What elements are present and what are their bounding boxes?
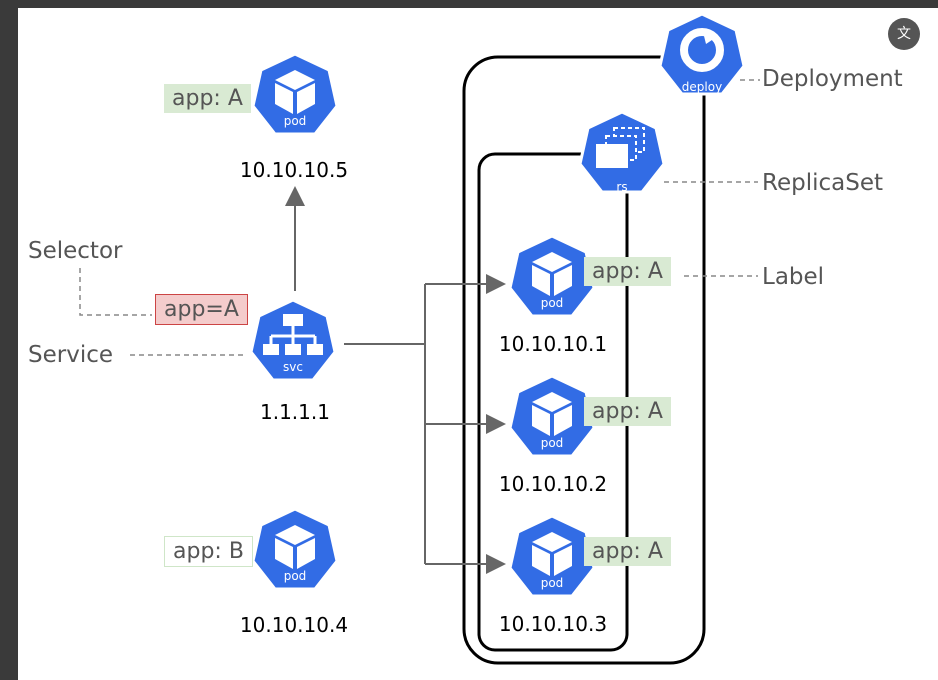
selector-callout: Selector: [28, 238, 123, 264]
node-kind-label: pod: [283, 569, 307, 583]
pod-icon: [508, 234, 596, 318]
label-tag-pod-bottom: app: B: [164, 536, 253, 567]
label-tag-pod-1: app: A: [584, 257, 671, 286]
translate-button[interactable]: 文: [888, 18, 920, 50]
label-tag-pod-top: app: A: [164, 84, 251, 113]
node-kind-label: pod: [540, 436, 564, 450]
translate-icon: 文: [897, 26, 911, 42]
node-kind-label: svc: [283, 360, 303, 374]
service-node[interactable]: svc: [247, 296, 339, 388]
pod-bottom-node[interactable]: pod: [249, 505, 341, 597]
connector-layer: [79, 55, 760, 665]
label-tag-pod-3: app: A: [584, 537, 671, 566]
service-callout: Service: [28, 342, 114, 368]
selector-tag: app=A: [155, 294, 248, 325]
service-ip: 1.1.1.1: [260, 400, 330, 424]
pod-icon: [508, 374, 596, 458]
node-kind-label: pod: [283, 114, 307, 128]
pod-icon: [251, 52, 339, 136]
deployment-callout: Deployment: [762, 66, 903, 92]
replicaset-icon: [578, 110, 666, 194]
service-icon: [249, 298, 337, 382]
pod-icon: [251, 507, 339, 591]
pod-2-node[interactable]: pod: [506, 372, 598, 464]
replicaset-callout: ReplicaSet: [762, 170, 883, 196]
pod-2-ip: 10.10.10.2: [498, 472, 608, 496]
replicaset-node[interactable]: rs: [576, 108, 668, 200]
pod-top-node[interactable]: pod: [249, 50, 341, 142]
node-kind-label: rs: [616, 180, 628, 194]
node-kind-label: deploy: [681, 80, 723, 94]
pod-top-ip: 10.10.10.5: [239, 158, 349, 182]
node-kind-label: pod: [540, 296, 564, 310]
diagram-canvas: pod app: A 10.10.10.5 svc app=A 1.1.1.1 …: [18, 8, 938, 680]
label-callout: Label: [762, 264, 825, 290]
selector-callout-line: [79, 268, 152, 316]
deployment-boundary: [462, 55, 706, 665]
node-kind-label: pod: [540, 576, 564, 590]
pod-3-ip: 10.10.10.3: [498, 612, 608, 636]
deployment-icon: [658, 12, 746, 96]
pod-1-ip: 10.10.10.1: [498, 332, 608, 356]
deployment-node[interactable]: deploy: [656, 10, 748, 102]
pod-1-node[interactable]: pod: [506, 232, 598, 324]
label-tag-pod-2: app: A: [584, 397, 671, 426]
pod-bottom-ip: 10.10.10.4: [239, 613, 349, 637]
